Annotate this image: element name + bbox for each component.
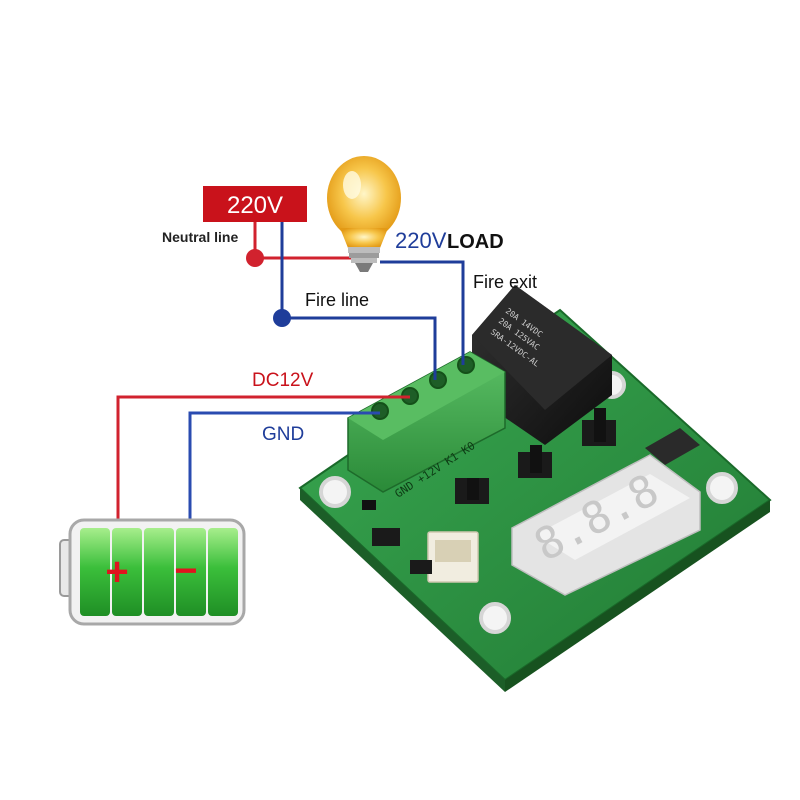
dc12v-label: DC12V [252, 370, 314, 391]
push-buttons [455, 408, 616, 504]
battery-cell [144, 528, 174, 616]
led-display: 8.8.8 [511, 454, 701, 596]
battery-cell [208, 528, 238, 616]
battery-icon: + − [59, 518, 246, 626]
mounting-hole [319, 476, 351, 508]
fire-line-label: Fire line [305, 290, 369, 310]
gnd-wire [188, 411, 380, 522]
white-connector [427, 531, 479, 583]
neutral-junction [246, 249, 264, 267]
smd-component [410, 560, 432, 574]
source-voltage-label: 220V [227, 192, 283, 219]
source-voltage-box [203, 186, 307, 222]
battery-cell [80, 528, 110, 616]
battery-plus-symbol: + [105, 550, 128, 594]
pcb-board [298, 308, 772, 692]
ic-chip [645, 428, 700, 465]
light-bulb-icon [327, 156, 401, 272]
source-box: 220V [203, 186, 307, 222]
push-button-cap [530, 445, 542, 473]
terminal-screw-gnd [371, 402, 389, 420]
load-voltage-label: 220V [395, 228, 447, 253]
gnd-label: GND [262, 424, 304, 445]
neutral-line-label: Neutral line [162, 229, 238, 245]
push-button-cap [594, 408, 606, 442]
fire-exit-wire [380, 260, 465, 365]
smd-component [362, 500, 376, 510]
fire-line-junction [273, 309, 291, 327]
push-button-cap [467, 478, 479, 500]
mounting-hole [706, 472, 738, 504]
battery-cell [112, 528, 142, 616]
terminal-screw-k1 [429, 371, 447, 389]
terminal-screw-k0 [457, 356, 475, 374]
relay: 20A 14VDC 20A 125VAC SRA-12VDC-AL [472, 285, 612, 445]
mounting-hole [479, 602, 511, 634]
fire-exit-label: Fire exit [473, 272, 537, 292]
dc12v-wire [116, 395, 410, 522]
battery-minus-symbol: − [174, 549, 197, 593]
load-label: LOAD [447, 231, 504, 253]
neutral-wire [246, 222, 355, 267]
battery-cell [176, 528, 206, 616]
fire-line-wire [273, 222, 437, 380]
smd-component [372, 528, 400, 546]
